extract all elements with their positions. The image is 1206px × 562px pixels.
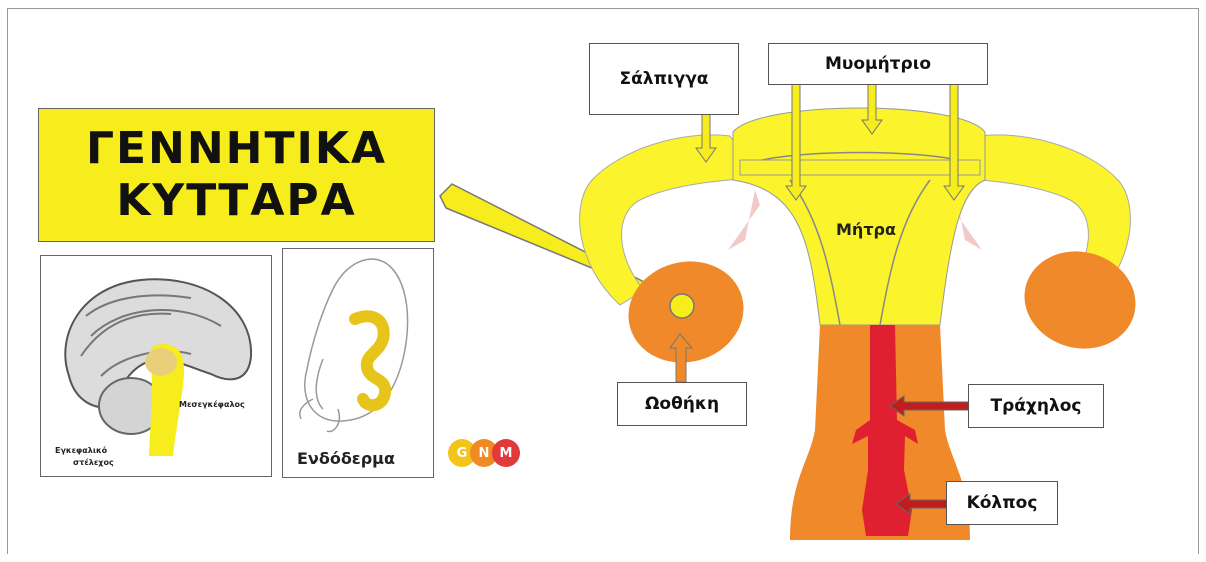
right-ovary (1013, 239, 1146, 361)
label-cervix: Τράχηλος (968, 384, 1104, 428)
label-myometrium: Μυομήτριο (768, 43, 988, 85)
embryo-illustration (283, 249, 435, 479)
label-midbrain: Μεσεγκέφαλος (179, 400, 245, 409)
label-brainstem-2: στέλεχος (73, 458, 114, 467)
label-salpinx: Σάλπιγγα (589, 43, 739, 115)
label-vagina: Κόλπος (946, 481, 1058, 525)
left-ligament (728, 190, 760, 250)
label-ovary: Ωοθήκη (617, 382, 747, 426)
brain-panel: Μεσεγκέφαλος Εγκεφαλικό στέλεχος (40, 255, 272, 477)
germ-cell-dot (670, 294, 694, 318)
label-uterus: Μήτρα (836, 220, 896, 239)
label-endoderm: Ενδόδερμα (297, 449, 395, 468)
embryo-panel: Ενδόδερμα (282, 248, 434, 478)
gnm-logo-m: M (492, 439, 520, 467)
uterus-body (733, 108, 985, 325)
brain-illustration (41, 256, 273, 478)
label-brainstem-1: Εγκεφαλικό (55, 446, 107, 455)
